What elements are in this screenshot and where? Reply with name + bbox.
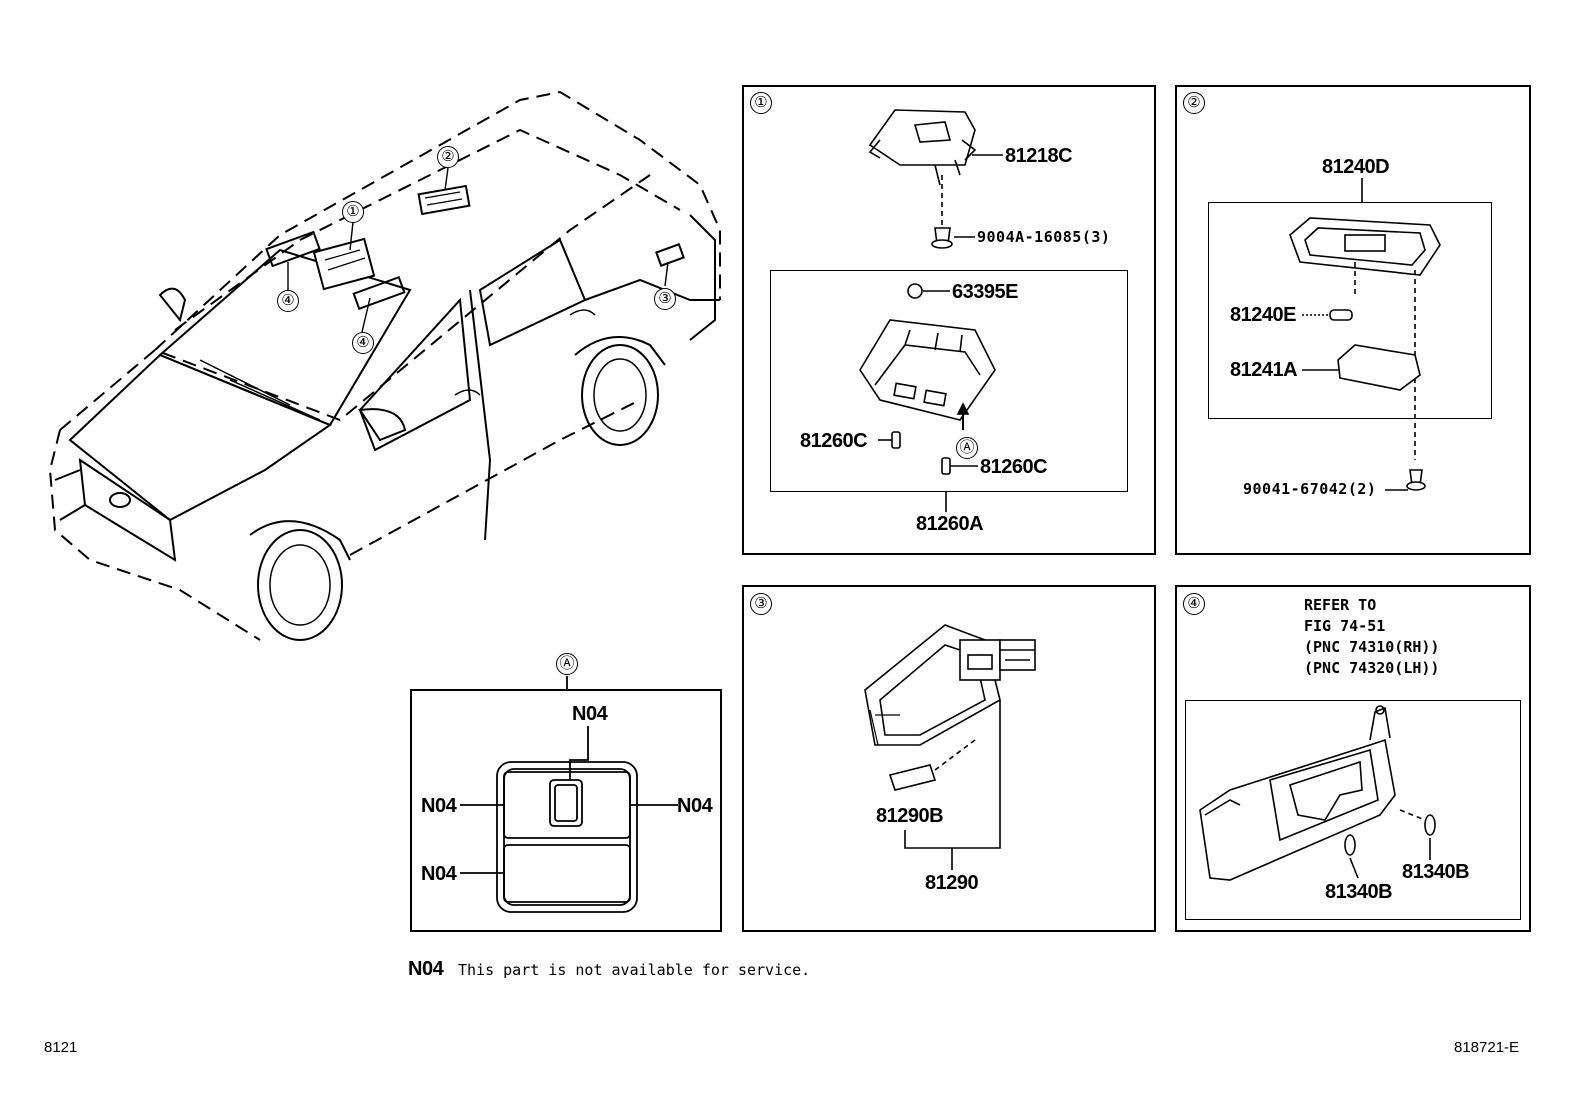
note-text: This part is not available for service.	[458, 961, 811, 979]
car-callout-1: ①	[342, 201, 364, 223]
car-roof-inner	[174, 128, 681, 331]
label-81240e: 81240E	[1230, 304, 1296, 326]
label-90041-67042: 90041-67042(2)	[1243, 480, 1377, 498]
panel-4	[1175, 585, 1531, 932]
console-switch	[549, 779, 583, 827]
car-part-4b	[352, 275, 406, 311]
label-63395e: 63395E	[952, 281, 1018, 303]
bulb-81290b	[888, 764, 937, 791]
label-81218c: 81218C	[1005, 145, 1073, 167]
note-code: N04	[408, 958, 444, 980]
label-81290b: 81290B	[876, 805, 944, 827]
car-callout-3: ③	[654, 288, 676, 310]
label-81290: 81290	[925, 872, 979, 894]
visor-mirror	[1269, 748, 1379, 842]
car-door-line	[469, 289, 492, 541]
panel-3	[742, 585, 1156, 932]
label-81241a: 81241A	[1230, 359, 1298, 381]
car-side-outline	[59, 174, 651, 431]
car-part-4a	[265, 230, 321, 268]
refer-line-1: REFER TO	[1304, 596, 1377, 614]
car-roof-outline	[154, 90, 721, 351]
car-part-1	[312, 237, 376, 291]
car-callout-4b: ④	[352, 332, 374, 354]
refer-line-4: (PNC 74320(LH))	[1304, 659, 1440, 677]
view-a-label-top: N04	[572, 703, 608, 725]
console-lower-lens	[503, 844, 631, 903]
car-rear-wheel	[581, 344, 659, 446]
bulb-81240e	[1329, 309, 1353, 321]
label-81260c-right: 81260C	[980, 456, 1048, 478]
car-part-3	[655, 243, 685, 267]
car-mirror-right	[358, 408, 407, 442]
panel-2-number: ②	[1183, 92, 1205, 114]
car-mirror-left	[158, 287, 187, 323]
panel-1	[742, 85, 1156, 555]
car-hood	[68, 353, 333, 522]
car-rocker	[349, 399, 641, 556]
label-81260c-left: 81260C	[800, 430, 868, 452]
car-grille	[78, 457, 177, 562]
label-9004a-16085: 9004A-16085(3)	[977, 228, 1111, 246]
refer-line-3: (PNC 74310(RH))	[1304, 638, 1440, 656]
console-upper-lens	[503, 771, 631, 839]
sun-visor	[1199, 738, 1396, 881]
label-81260a: 81260A	[916, 513, 984, 535]
view-a-label-bottom-left: N04	[421, 863, 457, 885]
view-a-label-right: N04	[677, 795, 713, 817]
view-a-label-left: N04	[421, 795, 457, 817]
panel-1-number: ①	[750, 92, 772, 114]
car-callout-2: ②	[437, 146, 459, 168]
label-81340b-left: 81340B	[1325, 881, 1393, 903]
lens-81241a	[1337, 344, 1421, 391]
view-a-marker: Ⓐ	[956, 437, 978, 459]
panel-3-number: ③	[750, 593, 772, 615]
holder-81340b-right	[1424, 814, 1436, 836]
label-81240d: 81240D	[1322, 156, 1390, 178]
panel-2-inner-frame	[1208, 202, 1492, 419]
view-a-panel	[410, 689, 722, 932]
holder-81340b-left	[1344, 834, 1356, 856]
refer-line-2: FIG 74-51	[1304, 617, 1386, 635]
footer-left-code: 8121	[44, 1039, 78, 1056]
label-81340b-right: 81340B	[1402, 861, 1470, 883]
console-outer	[496, 761, 638, 913]
panel-4-number: ④	[1183, 593, 1205, 615]
footer-right-code: 818721-E	[1454, 1039, 1520, 1056]
panel-2	[1175, 85, 1531, 555]
panel-1-inner-frame	[770, 270, 1128, 492]
car-front-window	[358, 297, 472, 452]
car-body-lower	[48, 429, 261, 641]
panel-4-inner-frame	[1185, 700, 1521, 920]
bracket-81218c	[868, 109, 976, 166]
car-callout-4a: ④	[277, 290, 299, 312]
view-a-title: Ⓐ	[556, 653, 578, 675]
car-front-wheel	[257, 529, 343, 641]
